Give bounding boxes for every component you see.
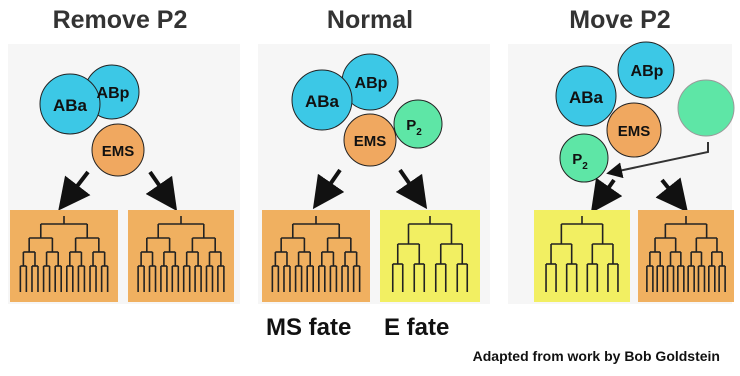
ms-box-move [638, 210, 734, 302]
arrow-right-normal [395, 168, 428, 210]
fate-label-e: E fate [384, 314, 450, 341]
cell-ems [91, 123, 145, 177]
panel-title-normal: Normal [326, 6, 414, 34]
embryo-remove: ABa ABp EMS [39, 64, 145, 177]
move-arrow [606, 142, 709, 179]
cell-abp [617, 41, 675, 99]
panel-title-remove: Remove P2 [52, 6, 188, 34]
label-p2: P2 [406, 117, 422, 138]
panel-normal: Normal [250, 0, 490, 376]
label-aba: ABa [53, 96, 88, 115]
lineage-trees [19, 216, 726, 292]
arrow-right-move [655, 177, 688, 213]
cell-aba [555, 65, 617, 127]
label-p2: P2 [572, 151, 588, 172]
e-box-normal [380, 210, 480, 302]
label-abp: ABp [631, 63, 664, 80]
cell-p2 [559, 133, 609, 183]
cell-aba [39, 73, 101, 135]
arrow-left-remove [58, 170, 91, 211]
credit-text: Adapted from work by Bob Goldstein [472, 348, 720, 364]
label-abp: ABp [97, 85, 130, 102]
ms-box-normal [262, 210, 370, 302]
arrow-right-remove [145, 170, 178, 212]
panel-title-move: Move P2 [569, 6, 671, 34]
label-aba: ABa [569, 88, 604, 107]
embryo-normal: ABa ABp EMS P2 [291, 53, 443, 167]
cell-p2-original-position [677, 79, 735, 137]
label-ems: EMS [618, 123, 651, 140]
e-box-move [534, 210, 630, 302]
embryo-move: ABa ABp EMS P2 [555, 41, 735, 183]
arrow-left-move [590, 177, 623, 214]
label-ems: EMS [354, 133, 387, 150]
cell-p2 [393, 99, 443, 149]
panel-move-p2: Move P2 [500, 0, 740, 376]
panel-remove-p2: Remove P2 [0, 0, 240, 376]
label-aba: ABa [305, 92, 340, 111]
ms-box-remove-2 [128, 210, 234, 302]
label-ems: EMS [102, 143, 135, 160]
cell-ems [606, 102, 662, 158]
ms-box-remove-1 [10, 210, 118, 302]
arrow-left-normal [312, 168, 345, 210]
cell-aba [291, 69, 353, 131]
cell-ems [343, 113, 397, 167]
label-abp: ABp [355, 75, 388, 92]
fate-label-ms: MS fate [266, 314, 352, 341]
